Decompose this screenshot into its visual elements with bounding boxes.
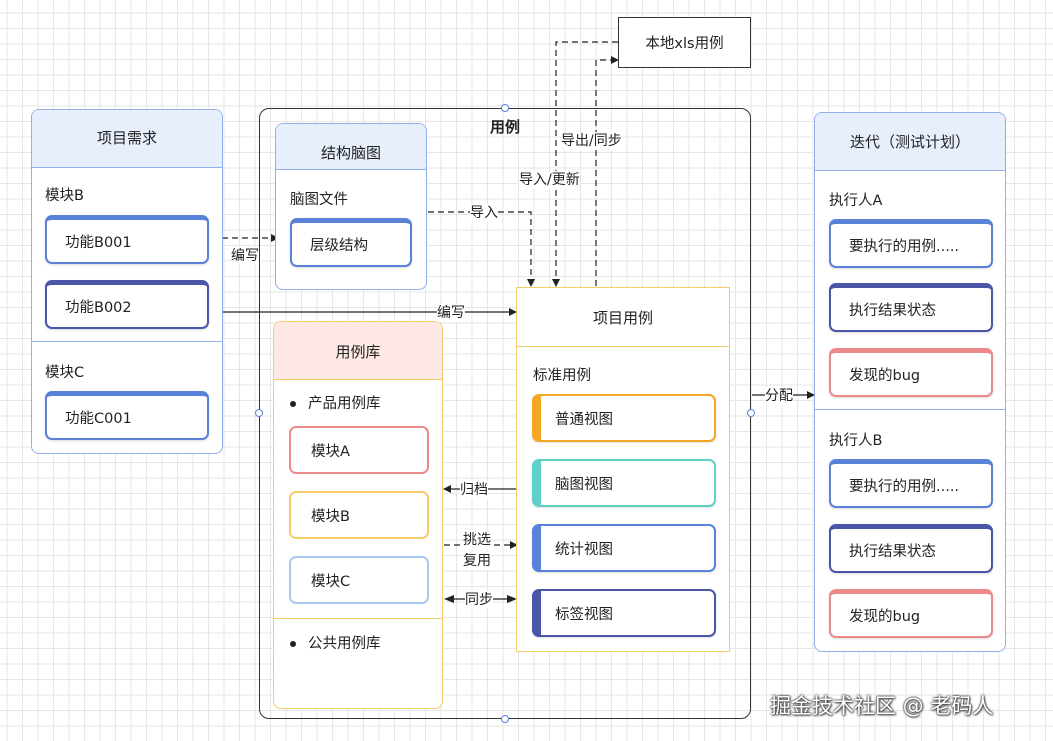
group-handle-right[interactable] [747,409,755,417]
executor-a-bugs-label: 发现的bug [849,367,921,384]
project-title: 项目用例 [592,309,653,327]
local-xls-box: 本地xls用例 [618,17,751,68]
edge-label-archive: 归档 [460,481,488,499]
project-header: 项目用例 [517,288,729,347]
public-library-label: 公共用例库 [290,632,381,653]
edge-label-reuse: 复用 [463,552,491,570]
mindmap-hierarchy-label: 层级结构 [310,237,368,254]
view-normal-label: 普通视图 [555,411,613,428]
executor-a-status[interactable]: 执行结果状态 [829,283,993,332]
feature-b002-label: 功能B002 [65,299,132,316]
view-statistics[interactable]: 统计视图 [532,524,716,572]
edge-label-import: 导入 [470,204,498,222]
view-mindmap-label: 脑图视图 [555,476,613,493]
edge-import [428,211,535,287]
feature-c001-label: 功能C001 [65,410,132,427]
public-library-text: 公共用例库 [308,636,381,652]
product-library-text: 产品用例库 [308,396,381,412]
group-handle-bottom[interactable] [501,715,509,723]
view-tags[interactable]: 标签视图 [532,589,716,637]
executor-a-bugs[interactable]: 发现的bug [829,348,993,397]
project-panel: 项目用例 标准用例 普通视图 脑图视图 统计视图 标签视图 [516,287,730,652]
mindmap-hierarchy[interactable]: 层级结构 [290,218,412,267]
edge-import-update [552,41,618,287]
executor-a-cases[interactable]: 要执行的用例..... [829,219,993,268]
edge-label-export-sync: 导出/同步 [561,132,622,150]
executor-b-cases[interactable]: 要执行的用例..... [829,459,993,508]
library-module-a-label: 模块A [311,443,350,460]
iteration-title: 迭代（测试计划） [849,133,970,151]
edge-label-pick: 挑选 [463,531,491,549]
iteration-panel: 迭代（测试计划） 执行人A 要执行的用例..... 执行结果状态 发现的bug … [814,112,1006,652]
library-panel: 用例库 产品用例库 模块A 模块B 模块C 公共用例库 [273,321,443,709]
usecase-group-title: 用例 [489,118,520,136]
library-module-b[interactable]: 模块B [289,491,429,539]
product-library-bullet [290,401,296,407]
local-xls-label: 本地xls用例 [645,36,724,52]
executor-b-label: 执行人B [829,433,883,449]
library-header: 用例库 [274,322,442,380]
executor-a-label: 执行人A [829,193,883,209]
mindmap-file-label: 脑图文件 [290,192,348,208]
edge-label-sync: 同步 [465,591,493,609]
product-library-label: 产品用例库 [290,392,381,413]
view-mindmap[interactable]: 脑图视图 [532,459,716,507]
view-tags-label: 标签视图 [555,606,613,623]
requirements-divider [32,341,222,342]
library-module-c[interactable]: 模块C [289,556,429,604]
edge-label-write-1: 编写 [231,247,259,265]
standard-label: 标准用例 [533,368,591,384]
module-b-label: 模块B [45,188,84,204]
view-normal[interactable]: 普通视图 [532,394,716,442]
library-module-b-label: 模块B [311,508,350,525]
group-handle-left[interactable] [255,409,263,417]
executor-a-cases-label: 要执行的用例..... [849,238,960,255]
watermark: 掘金技术社区 @ 老码人 [770,694,994,718]
edge-label-assign: 分配 [765,387,793,405]
module-c-label: 模块C [45,365,85,381]
mindmap-panel: 结构脑图 脑图文件 层级结构 [275,123,427,290]
mindmap-header: 结构脑图 [276,124,426,170]
library-divider [274,618,442,619]
iteration-header: 迭代（测试计划） [815,113,1005,171]
mindmap-title: 结构脑图 [320,144,381,162]
executor-b-bugs-label: 发现的bug [849,608,921,625]
executor-b-status-label: 执行结果状态 [849,543,936,560]
executor-a-status-label: 执行结果状态 [849,302,936,319]
executor-b-bugs[interactable]: 发现的bug [829,589,993,638]
feature-b001[interactable]: 功能B001 [45,215,209,264]
executor-b-cases-label: 要执行的用例..... [849,478,960,495]
group-handle-top[interactable] [501,104,509,112]
view-statistics-label: 统计视图 [555,541,613,558]
requirements-panel: 项目需求 模块B 功能B001 功能B002 模块C 功能C001 [31,109,223,454]
feature-b002[interactable]: 功能B002 [45,280,209,329]
iteration-divider [815,409,1005,410]
library-module-c-label: 模块C [311,573,351,590]
feature-c001[interactable]: 功能C001 [45,391,209,440]
requirements-title: 项目需求 [96,129,157,147]
edge-export-sync [595,56,619,286]
edge-label-write-2: 编写 [437,304,465,322]
library-module-a[interactable]: 模块A [289,426,429,474]
library-title: 用例库 [335,343,381,361]
public-library-bullet [290,641,296,647]
edge-label-import-update: 导入/更新 [519,171,580,189]
executor-b-status[interactable]: 执行结果状态 [829,524,993,573]
requirements-header: 项目需求 [32,110,222,168]
feature-b001-label: 功能B001 [65,234,132,251]
